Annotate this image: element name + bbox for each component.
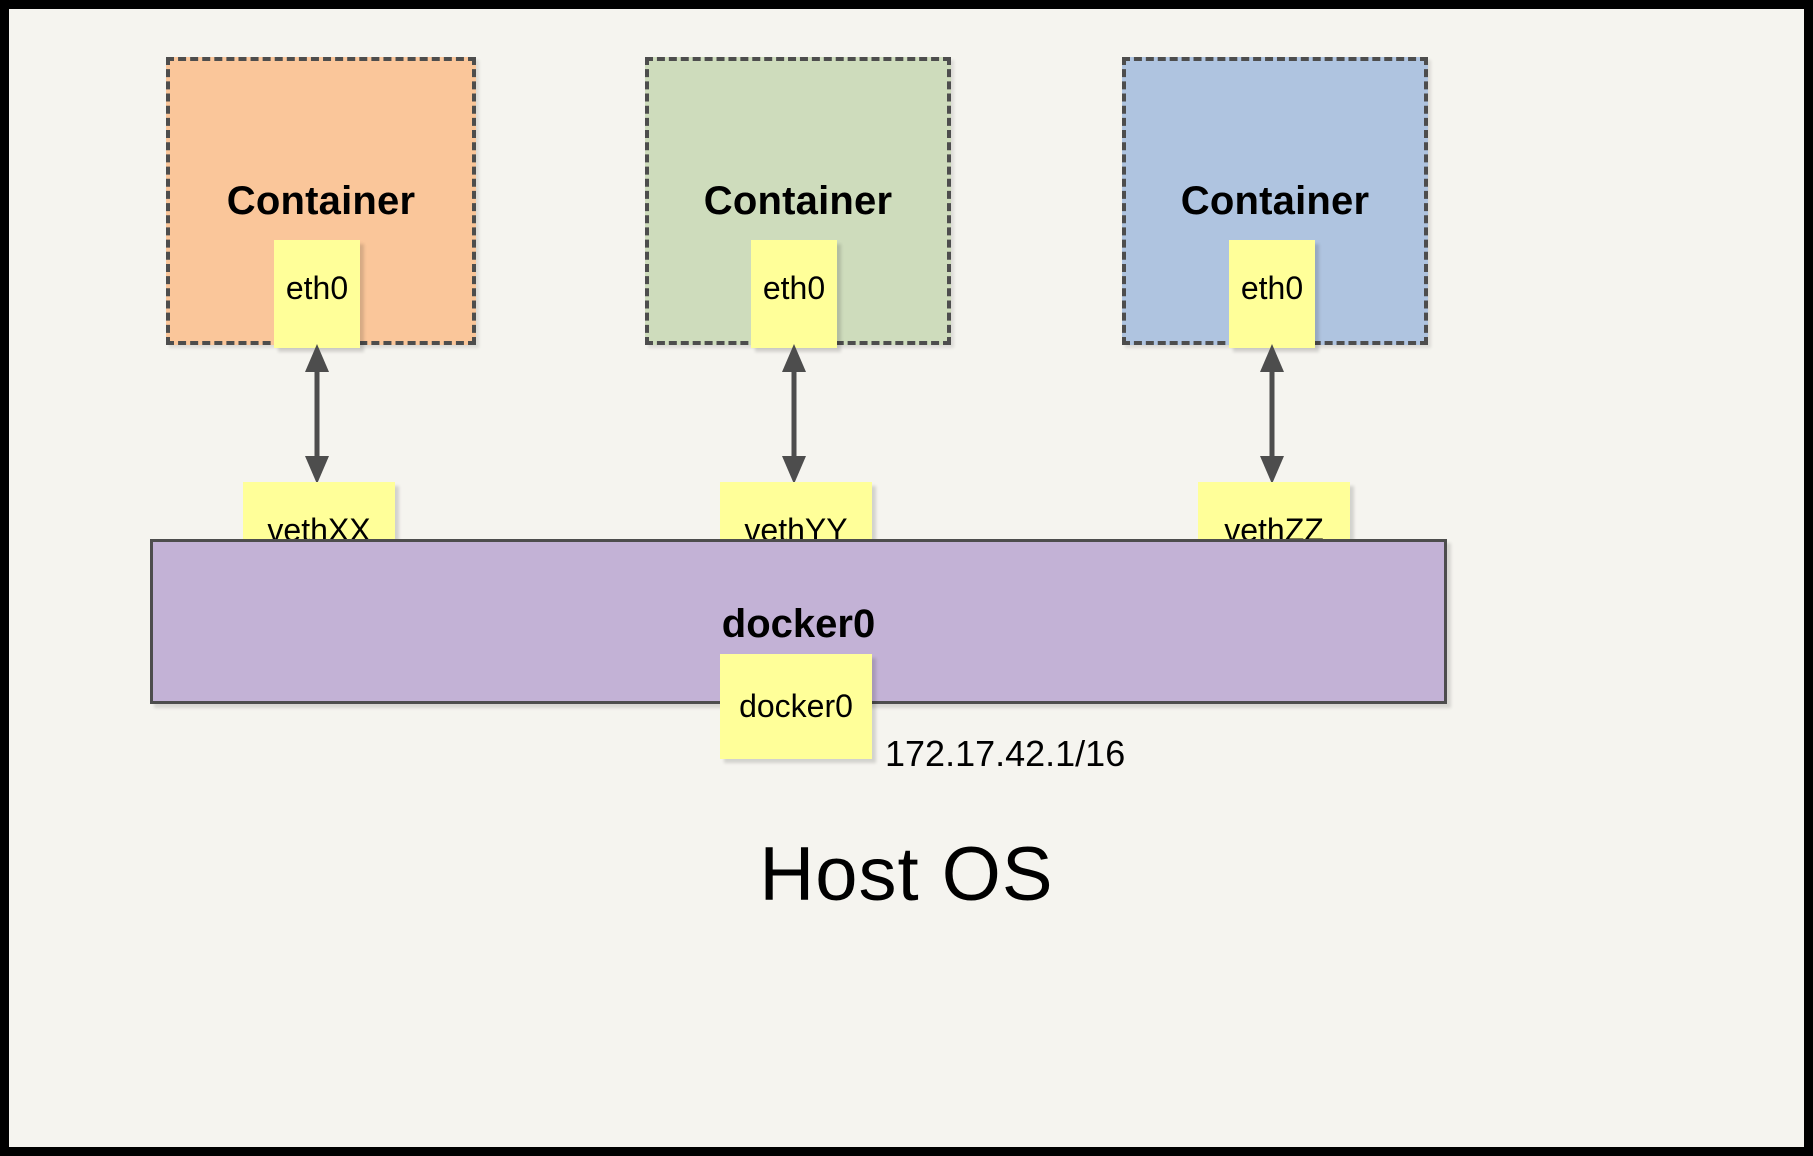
- veth-link-arrow-2: [782, 344, 806, 484]
- docker0-ip-label: 172.17.42.1/16: [885, 733, 1126, 774]
- host-os-label: Host OS: [759, 832, 1054, 917]
- eth0-node-3: eth0: [1229, 240, 1315, 348]
- eth0-node-2: eth0: [751, 240, 837, 348]
- container-title-3: Container: [1180, 179, 1370, 223]
- container-title-2: Container: [703, 179, 893, 223]
- veth-link-arrow-3: [1260, 344, 1284, 484]
- veth-link-arrow-1: [305, 344, 329, 484]
- docker0-interface-node: docker0: [720, 654, 872, 759]
- docker0-title: docker0: [721, 602, 876, 646]
- eth0-node-1: eth0: [274, 240, 360, 348]
- container-title-1: Container: [226, 179, 416, 223]
